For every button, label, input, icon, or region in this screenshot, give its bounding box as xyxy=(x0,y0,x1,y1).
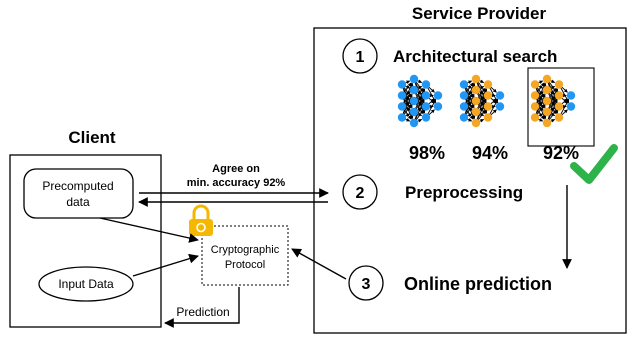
network-node xyxy=(566,91,576,100)
network-edge xyxy=(546,99,558,124)
network-edge xyxy=(463,82,475,107)
network-node xyxy=(483,102,493,111)
candidate-networks xyxy=(397,74,576,128)
network-edge xyxy=(401,93,413,118)
network-edge xyxy=(401,82,413,107)
checkmark-icon xyxy=(570,144,618,184)
network-edge xyxy=(413,88,425,113)
network-node xyxy=(459,102,469,111)
step-2-number: 2 xyxy=(356,185,365,202)
network-node xyxy=(459,91,469,100)
network-node xyxy=(530,102,540,111)
arrow-prediction-to-client xyxy=(164,287,240,328)
network-edge xyxy=(413,99,425,124)
network-edge xyxy=(534,82,546,107)
input-data-node xyxy=(38,266,134,302)
network-node xyxy=(471,96,481,106)
prediction-label: Prediction xyxy=(176,305,229,319)
network-node xyxy=(397,91,407,100)
network-node xyxy=(397,113,407,122)
step-3-label: Online prediction xyxy=(404,274,552,294)
agreement-label-line1: Agree on xyxy=(212,163,260,175)
network-node xyxy=(409,74,419,84)
selected-network-box xyxy=(527,67,595,147)
client-title: Client xyxy=(68,128,116,147)
network-node xyxy=(495,102,505,111)
network-node xyxy=(409,96,419,106)
neural-network-icon-1 xyxy=(397,74,443,128)
network-node xyxy=(554,113,564,122)
network-node xyxy=(421,102,431,111)
network-node xyxy=(471,85,481,95)
network-node xyxy=(530,113,540,122)
network-node xyxy=(566,102,576,111)
network-node xyxy=(459,113,469,122)
network-node xyxy=(421,80,431,89)
neural-network-icon-2 xyxy=(459,74,505,128)
neural-network-icon-3 xyxy=(530,74,576,128)
network-node xyxy=(542,85,552,95)
network-node xyxy=(433,102,443,111)
step-1-circle xyxy=(342,38,378,74)
cryptographic-protocol-node xyxy=(201,225,289,286)
agreement-label-line2: min. accuracy 92% xyxy=(187,177,286,189)
network-edge xyxy=(546,88,558,113)
lock-icon xyxy=(189,204,213,236)
protocol-label-line2: Protocol xyxy=(225,259,265,271)
step-1-label: Architectural search xyxy=(393,47,557,66)
network-node xyxy=(459,80,469,89)
input-data-label: Input Data xyxy=(58,277,114,291)
arrow-provider-to-protocol xyxy=(291,248,347,280)
precomputed-data-node xyxy=(23,168,134,219)
network-node xyxy=(554,102,564,111)
network-edge xyxy=(475,88,487,113)
precomputed-label-line1: Precomputed xyxy=(42,179,113,193)
protocol-label-line1: Cryptographic xyxy=(211,244,280,256)
step-1-number: 1 xyxy=(356,49,365,66)
accuracy-98: 98% xyxy=(409,143,445,163)
network-node xyxy=(471,118,481,128)
network-node xyxy=(483,91,493,100)
network-node xyxy=(542,96,552,106)
network-node xyxy=(542,107,552,117)
network-node xyxy=(397,80,407,89)
network-node xyxy=(554,80,564,89)
network-node xyxy=(530,91,540,100)
accuracy-94: 94% xyxy=(472,143,508,163)
network-node xyxy=(433,91,443,100)
network-node xyxy=(409,107,419,117)
network-node xyxy=(554,91,564,100)
step-2-circle xyxy=(342,174,378,210)
step-3-number: 3 xyxy=(362,276,371,293)
network-node xyxy=(483,113,493,122)
arrow-precomputed-to-protocol xyxy=(99,217,199,243)
network-node xyxy=(542,74,552,84)
step-2-label: Preprocessing xyxy=(405,183,523,202)
network-node xyxy=(397,102,407,111)
network-node xyxy=(471,74,481,84)
network-node xyxy=(409,85,419,95)
network-node xyxy=(542,118,552,128)
precomputed-label-line2: data xyxy=(66,195,90,209)
network-edge xyxy=(463,93,475,118)
accuracy-92: 92% xyxy=(543,143,579,163)
provider-title: Service Provider xyxy=(412,4,547,23)
network-edge xyxy=(534,93,546,118)
arrow-input-to-protocol xyxy=(132,253,199,277)
network-node xyxy=(495,91,505,100)
step-3-circle xyxy=(348,265,384,301)
network-node xyxy=(409,118,419,128)
network-edge xyxy=(475,99,487,124)
network-node xyxy=(471,107,481,117)
network-node xyxy=(421,91,431,100)
network-node xyxy=(530,80,540,89)
network-node xyxy=(483,80,493,89)
network-node xyxy=(421,113,431,122)
